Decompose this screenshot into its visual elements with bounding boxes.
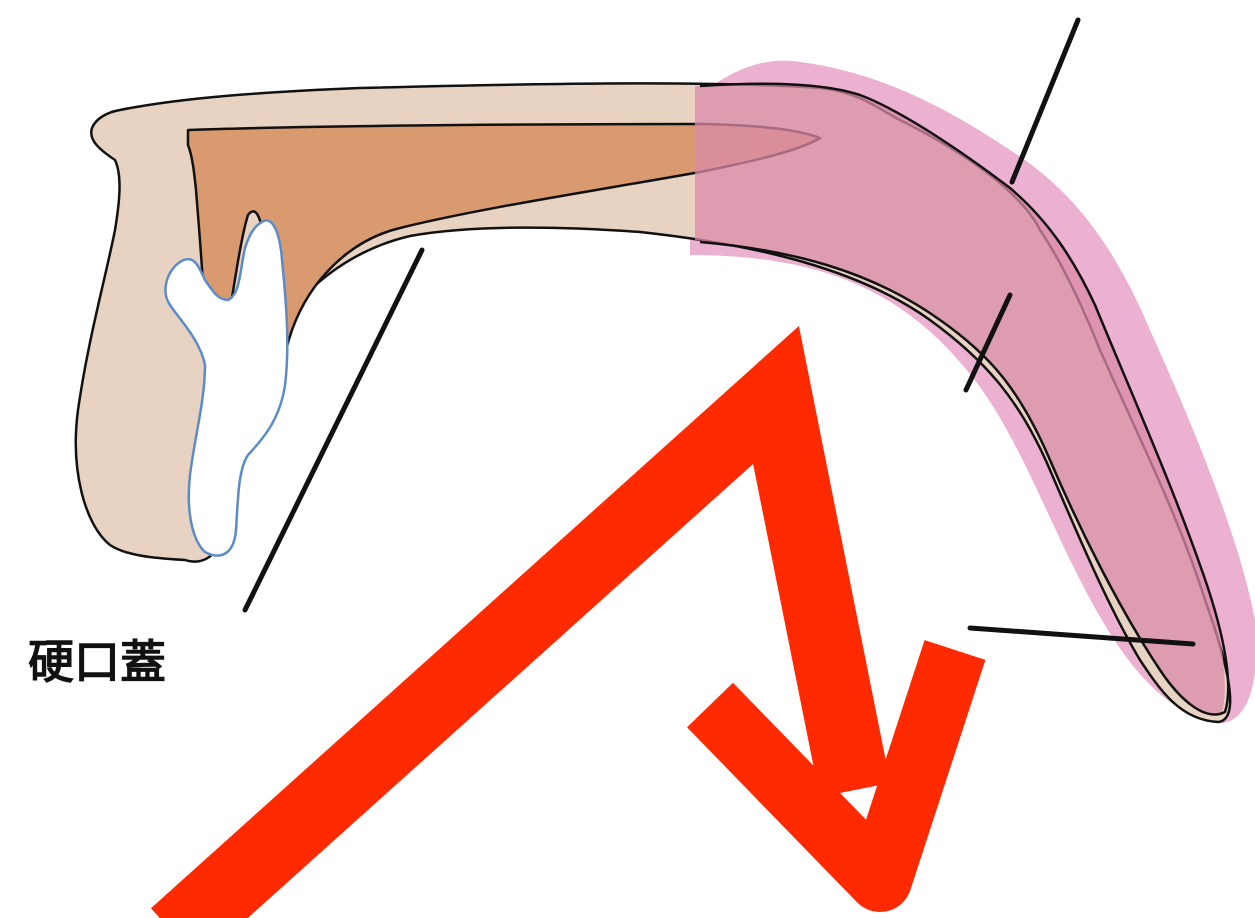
pointer-top-right: [1012, 20, 1078, 182]
hard-palate-label: 硬口蓋: [28, 635, 166, 689]
arrow-shaft: [175, 395, 855, 918]
